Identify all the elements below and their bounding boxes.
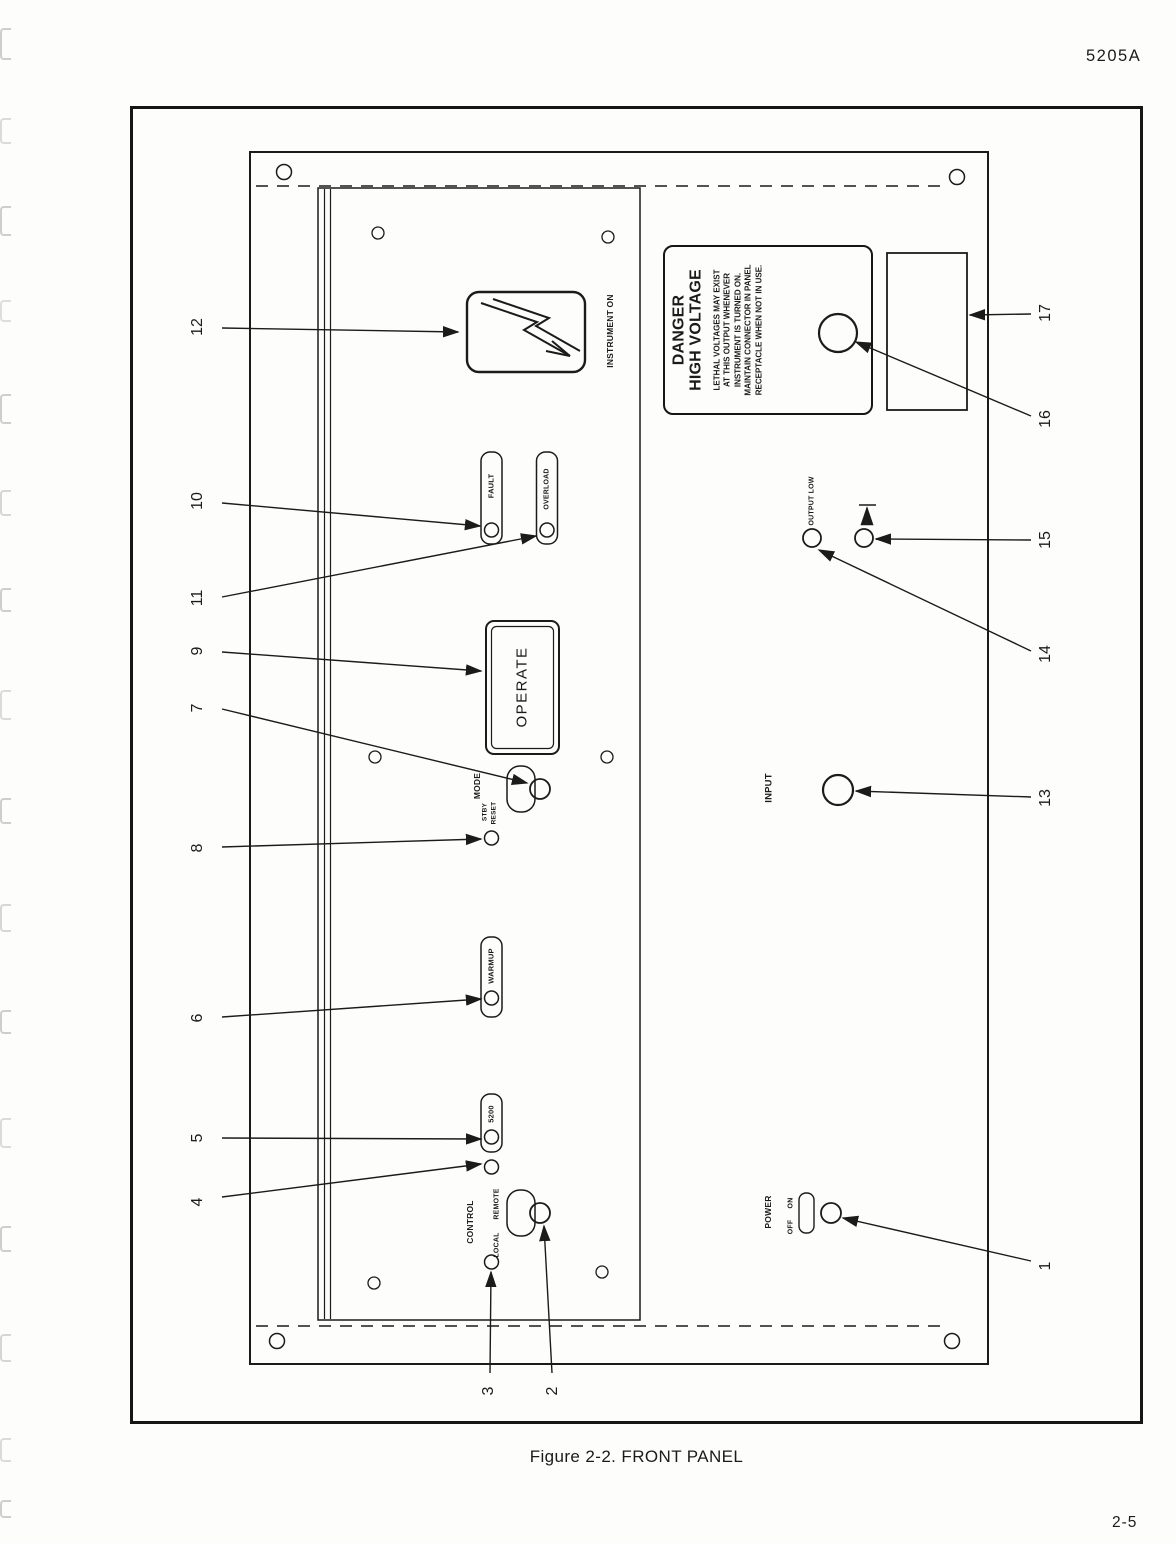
overload-label: OVERLOAD [543,468,551,510]
callout-14: 14 [1037,645,1054,663]
operate-button-label: OPERATE [513,646,531,728]
scan-artifact [0,206,11,236]
stby-label: STBY [481,802,489,822]
reset-label: RESET [490,801,498,825]
instrument-on-label: INSTRUMENT ON [605,294,615,368]
callout-10: 10 [189,492,206,510]
input-label: INPUT [763,773,775,803]
scan-artifact [0,300,11,322]
scan-artifact [0,1010,11,1034]
power-on-label: ON [787,1197,795,1209]
mode-label: MODE [472,772,482,800]
figure-caption: Figure 2-2. FRONT PANEL [529,1447,744,1466]
callout-15: 15 [1037,531,1054,549]
callout-5: 5 [189,1133,206,1143]
callout-11: 11 [189,589,206,607]
callout-2: 2 [544,1386,561,1396]
scan-artifact [0,118,11,144]
danger-title-line1: DANGER [670,294,688,366]
scan-artifact [0,690,11,720]
danger-body-line: MAINTAIN CONNECTOR IN PANEL [743,264,753,396]
scan-artifact [0,28,11,60]
control-label: CONTROL [465,1200,475,1244]
danger-body-line: RECEPTACLE WHEN NOT IN USE. [754,264,764,396]
scan-artifact [0,904,11,932]
scan-artifact [0,394,11,424]
scan-artifact [0,490,11,516]
callout-4: 4 [189,1197,206,1207]
power-off-label: OFF [787,1219,795,1235]
callout-13: 13 [1037,789,1054,807]
remote-label: REMOTE [493,1188,501,1220]
scan-artifact [0,588,11,612]
callout-16: 16 [1037,410,1054,428]
power-label: POWER [763,1195,773,1229]
callout-6: 6 [189,1013,206,1023]
callout-3: 3 [480,1386,497,1396]
danger-body-line: INSTRUMENT IS TURNED ON. [733,272,743,388]
figure-frame [130,106,1143,1424]
scan-artifact [0,1226,11,1252]
callout-7: 7 [189,703,206,713]
scan-artifact [0,798,11,824]
doc-number: 5205A [1086,47,1142,65]
output-low-label: OUTPUT LOW [808,476,816,526]
callout-17: 17 [1037,304,1054,322]
fault-label: FAULT [486,473,496,499]
scan-artifact [0,1334,11,1362]
danger-high-voltage-decal: DANGER HIGH VOLTAGE LETHAL VOLTAGES MAY … [663,245,873,415]
callout-1: 1 [1037,1261,1054,1271]
warmup-label: WARMUP [486,948,496,984]
page-number: 2-5 [1112,1514,1138,1531]
danger-body-line: AT THIS OUTPUT WHENEVER [722,272,732,388]
scan-artifact [0,1118,11,1148]
callout-9: 9 [189,646,206,656]
remote-5200-label: 5200 [486,1105,496,1123]
callout-12: 12 [189,318,206,336]
scan-artifact [0,1438,11,1462]
danger-body-line: LETHAL VOLTAGES MAY EXIST [712,269,722,391]
danger-title-line2: HIGH VOLTAGE [687,269,705,391]
callout-8: 8 [189,843,206,853]
danger-decal-text: DANGER HIGH VOLTAGE LETHAL VOLTAGES MAY … [666,245,871,415]
scan-artifact [0,1500,11,1518]
local-label: LOCAL [493,1232,501,1258]
